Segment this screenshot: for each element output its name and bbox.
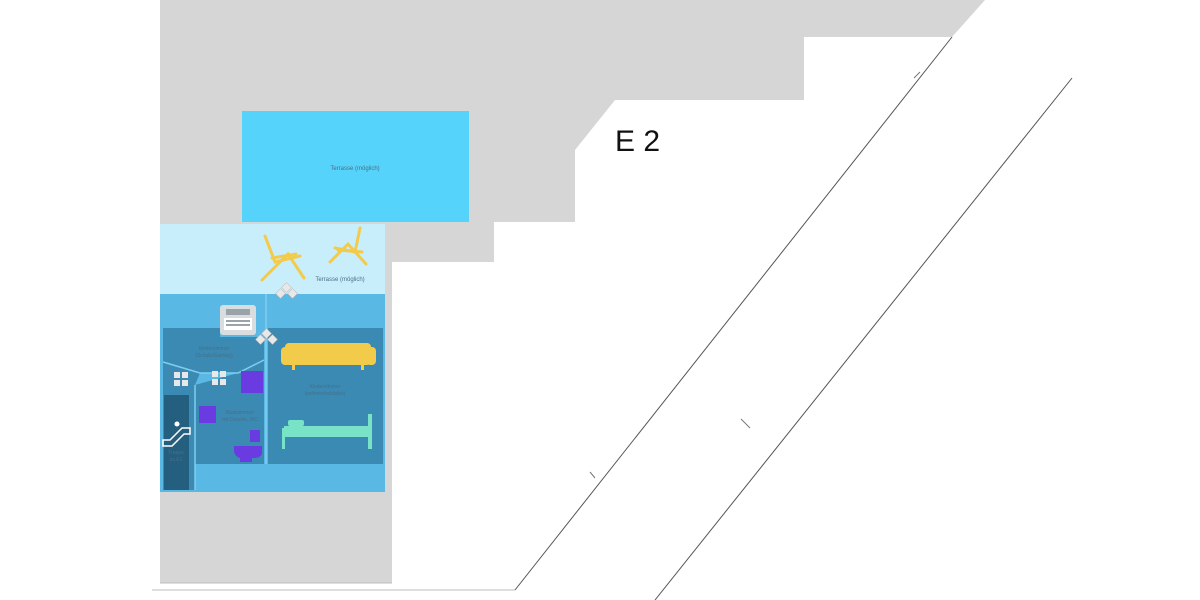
bath-label-1: Badezimmer xyxy=(226,410,254,416)
kid-living-label-1: Kinderzimmer xyxy=(310,384,341,390)
lounge-chair-icon-2 xyxy=(328,226,368,266)
toilet-icon xyxy=(234,430,262,462)
room-kid-school xyxy=(163,328,264,373)
washbasin xyxy=(199,406,216,423)
window-icon-4 xyxy=(212,371,226,385)
diagonal-line-2 xyxy=(654,77,1073,600)
lounge-chair-icon xyxy=(260,234,306,282)
kid-living-label-2: (wohnen/schlafen) xyxy=(305,391,346,397)
interior-walls xyxy=(162,294,267,490)
tick-mark-1 xyxy=(740,418,751,429)
terrace-upper xyxy=(242,111,469,222)
window-icon-3 xyxy=(174,372,188,386)
diagonal-line-3 xyxy=(913,71,921,79)
kid-school-label-2: (Schule/Gaming) xyxy=(195,353,233,359)
bed-icon xyxy=(282,414,372,449)
window-icon-2 xyxy=(255,328,278,345)
diagonal-line-1 xyxy=(514,36,953,591)
typewriter-icon xyxy=(220,305,256,335)
stairs-label-2: zu E1 xyxy=(170,457,183,463)
escalator-icon xyxy=(162,421,191,447)
bath-label-2: mit Dusche, WC xyxy=(222,417,259,423)
shower-tray xyxy=(241,371,263,393)
terrace-lower-label: Terrasse (möglich) xyxy=(315,277,364,283)
terrace-upper-label: Terrasse (möglich) xyxy=(330,166,379,172)
sofa-icon xyxy=(281,343,376,370)
tick-mark-2 xyxy=(589,471,596,479)
window-icon xyxy=(275,282,298,299)
floor-label: E 2 xyxy=(615,125,660,158)
stairs-label-1: Treppe xyxy=(168,450,184,456)
kid-school-label-1: Kinderzimmer xyxy=(199,346,230,352)
